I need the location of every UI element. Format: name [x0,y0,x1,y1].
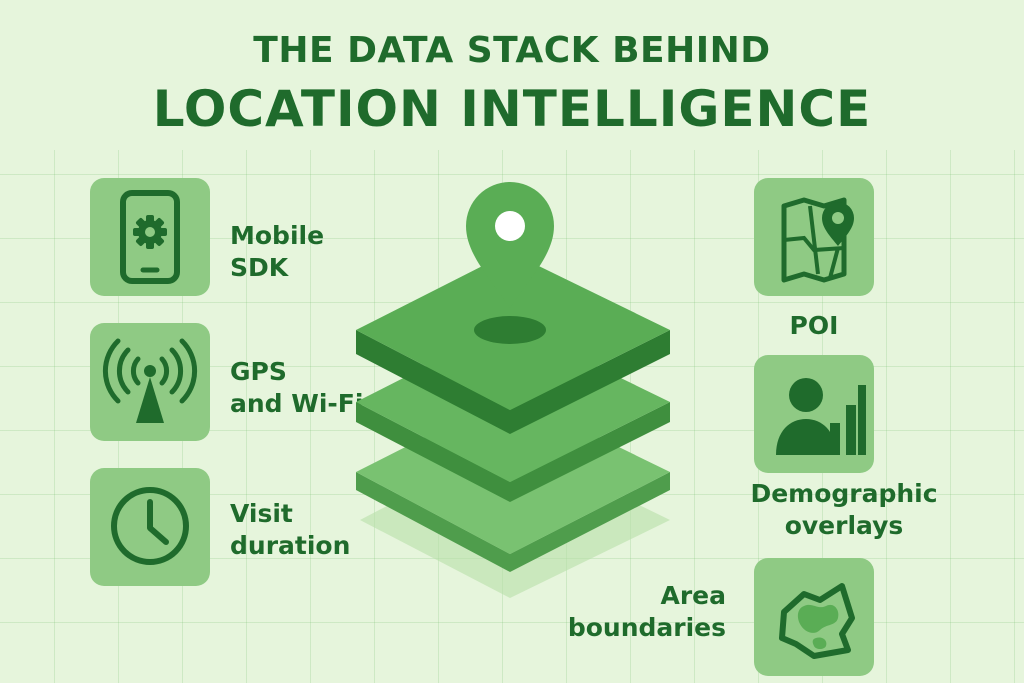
demographic-overlays-label: Demographic overlays [744,478,944,542]
demographic-tile [754,355,874,473]
person-chart-icon [776,378,866,455]
title-area [0,0,1024,150]
layer-stack-icon [356,182,670,598]
label-line: Area [660,581,726,610]
title-line-1: THE DATA STACK BEHIND [253,30,771,71]
poi-label: POI [754,310,874,342]
label-line: boundaries [567,613,726,642]
area-boundaries-tile [754,558,874,676]
label-line: GPS [230,357,287,386]
label-line: and Wi-Fi [230,389,364,418]
label-line: duration [230,531,351,560]
label-line: Mobile [230,221,325,250]
clock-icon [111,487,189,565]
label-line: overlays [784,511,904,540]
smartphone-gear-icon [120,190,180,284]
label-line: SDK [230,253,289,282]
label-line: POI [789,311,839,340]
mobile-sdk-tile [90,178,210,296]
pin-shadow [474,316,546,344]
signal-tower-icon [102,338,198,423]
area-boundaries-label: Area boundaries [530,580,726,644]
layer-stack [340,180,680,600]
label-line: Visit [230,499,293,528]
gps-wifi-tile [90,323,210,441]
visit-duration-label: Visit duration [230,498,350,562]
mobile-sdk-label: Mobile SDK [230,220,324,284]
label-line: Demographic [750,479,938,508]
visit-duration-tile [90,468,210,586]
area-map-icon [779,583,855,659]
gps-wifi-label: GPS and Wi-Fi [230,356,363,420]
location-pin-icon [466,182,554,308]
map-pin-icon [781,197,854,283]
poi-tile [754,178,874,296]
title-line-2: LOCATION INTELLIGENCE [152,80,872,138]
